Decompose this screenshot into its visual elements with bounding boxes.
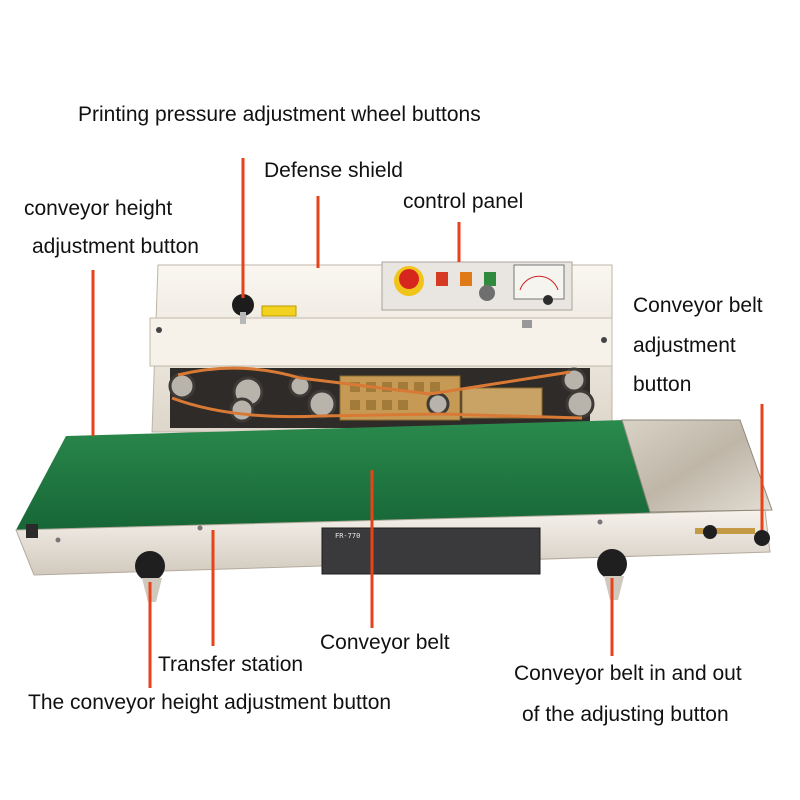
label-belt-adjust-1: Conveyor belt [633,294,763,317]
label-height-adjust-bottom: The conveyor height adjustment button [28,691,392,714]
label-conveyor-height-1: conveyor height [24,197,173,220]
height-knob-left [135,551,165,602]
label-belt-adjust-2: adjustment [633,334,736,357]
height-knob-right [597,549,627,600]
label-control-panel: control panel [403,190,524,213]
label-in-out-1: Conveyor belt in and out [514,662,742,685]
belt-adjust-knob [695,525,770,546]
label-defense-shield: Defense shield [264,159,403,182]
label-conveyor-belt: Conveyor belt [320,631,450,654]
pointer-lines [91,158,764,688]
label-in-out-2: of the adjusting button [522,703,729,726]
conveyor-frame [15,419,773,576]
pressure-wheel-knob [232,294,254,324]
nameplate-model: FR-770 [335,532,361,540]
label-belt-adjust-3: button [633,373,692,396]
label-printing-pressure: Printing pressure adjustment wheel butto… [78,103,481,126]
label-transfer-station: Transfer station [158,653,304,676]
label-conveyor-height-2: adjustment button [32,235,199,258]
control-panel-plate [381,261,573,311]
